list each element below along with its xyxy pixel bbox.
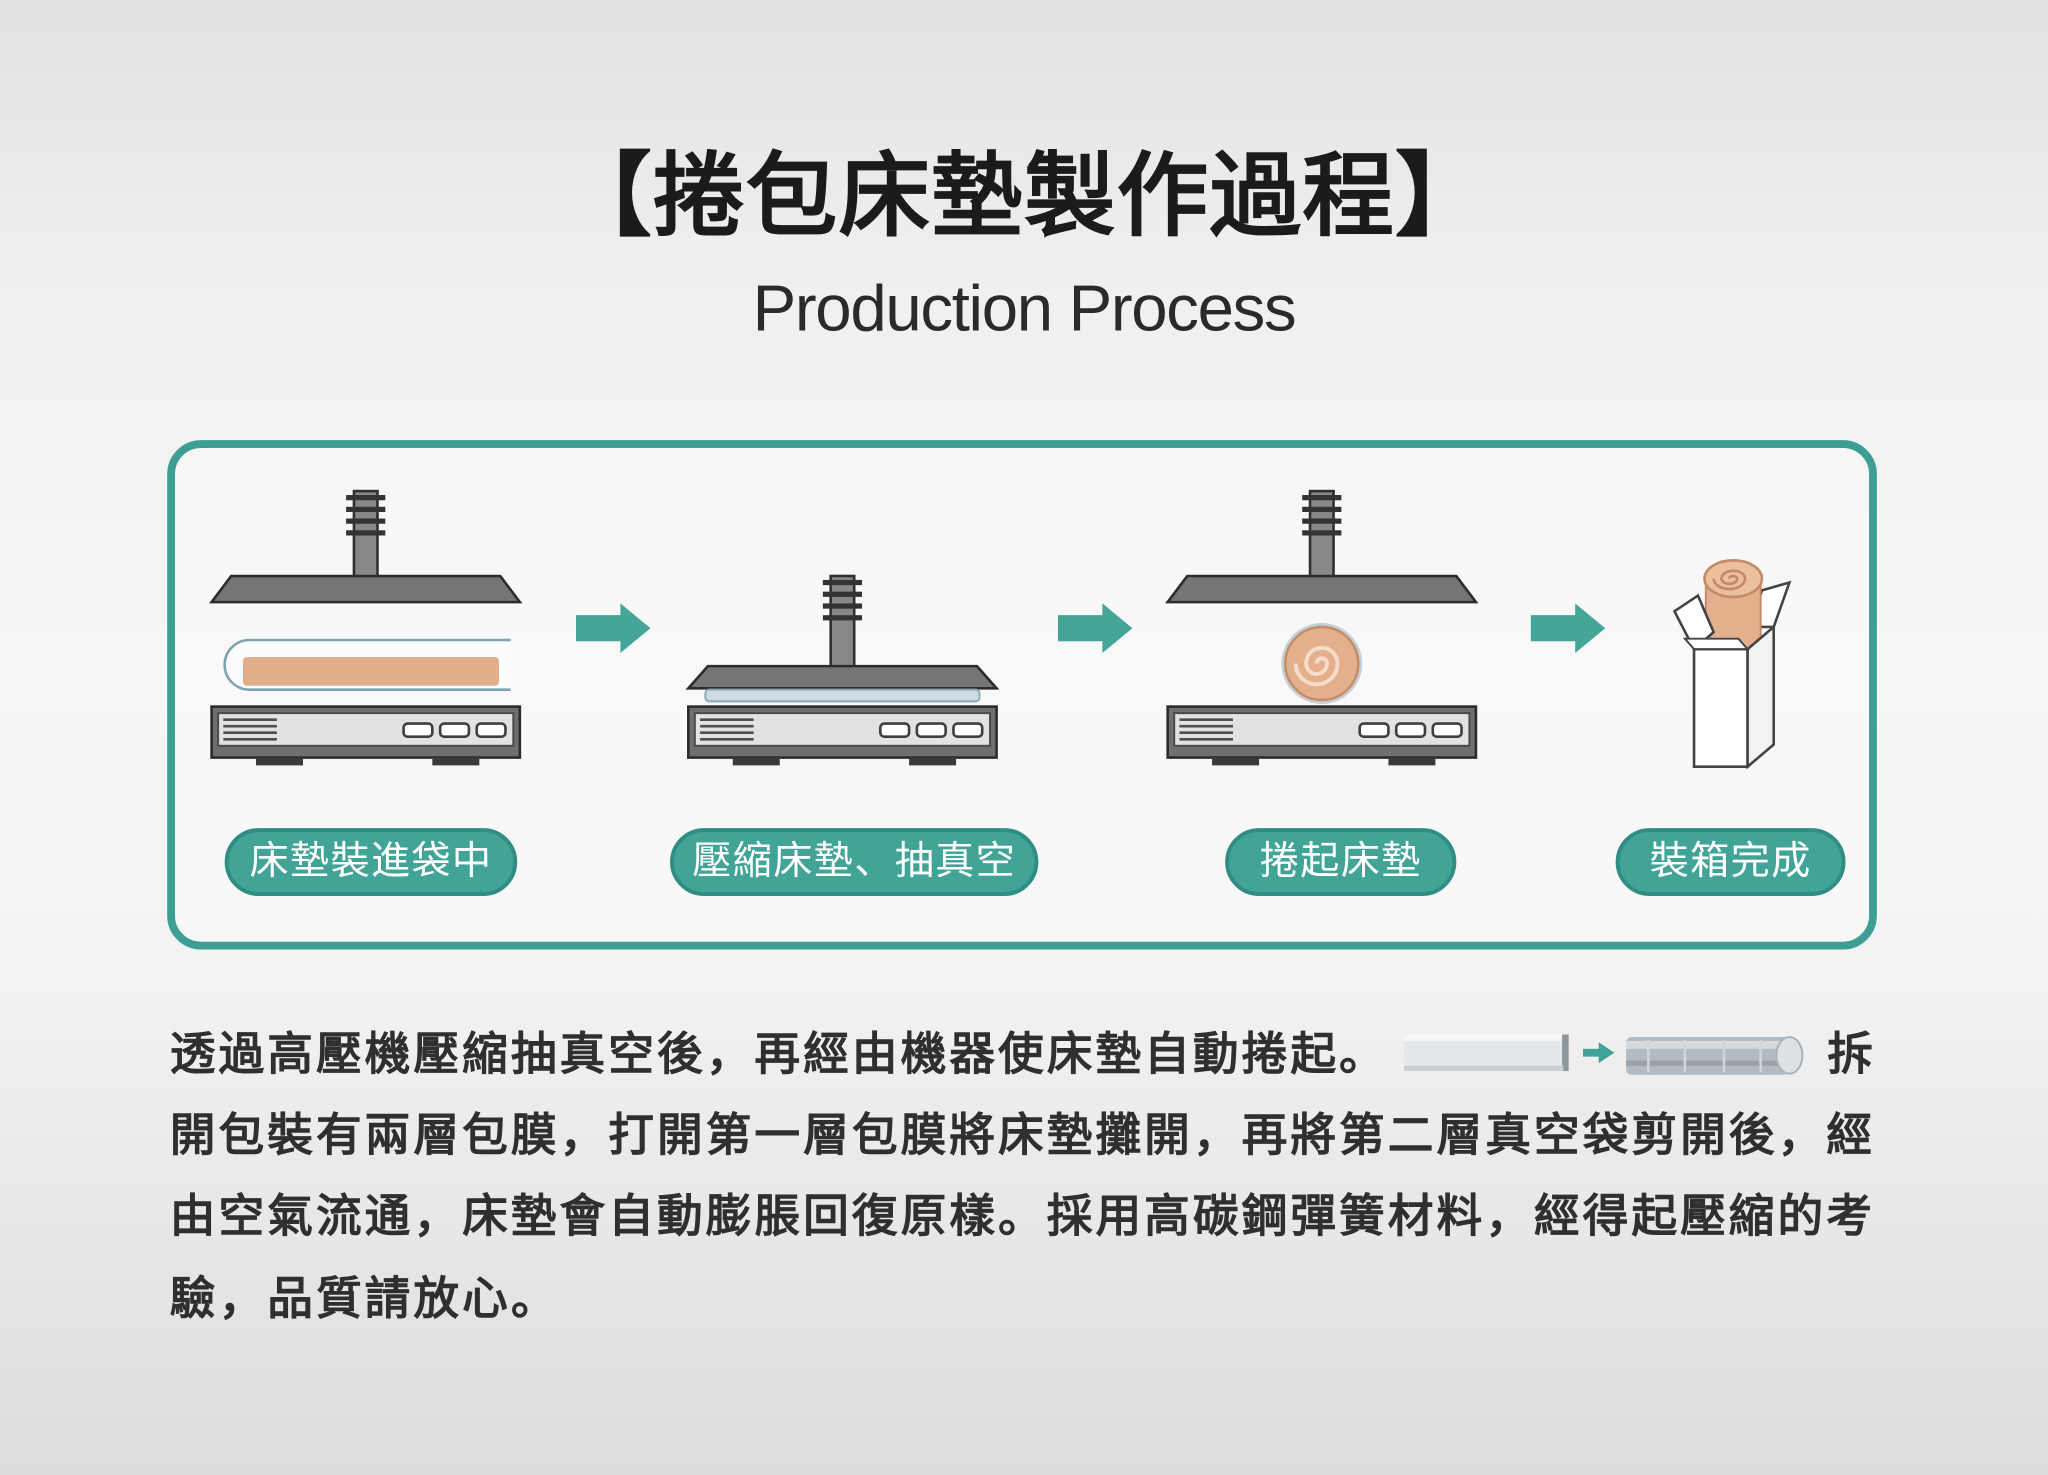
- press-base: [687, 705, 998, 766]
- press-stem: [822, 574, 863, 669]
- step-label-1: 床墊裝進袋中: [224, 828, 518, 896]
- mattress-roll: [1281, 623, 1363, 704]
- machine-foot: [432, 757, 480, 766]
- press-top-plate: [685, 664, 1000, 690]
- press-base: [210, 705, 522, 766]
- flat-to-rolled-mattress-icon: [1404, 1034, 1804, 1075]
- press-mattress-in-bag-icon: [208, 489, 523, 766]
- arrow-right-icon: [575, 603, 651, 654]
- machine-foot: [255, 757, 304, 766]
- description-line-1-end: 拆: [1827, 1029, 1876, 1082]
- vent-lines: [223, 718, 277, 741]
- press-stem: [1302, 489, 1342, 579]
- step-label-3: 捲起床墊: [1225, 828, 1457, 896]
- box-front: [1692, 647, 1749, 768]
- press-compressing-icon: [685, 574, 1000, 766]
- description-line-1: 透過高壓機壓縮抽真空後，再經由機器使床墊自動捲起。: [169, 1029, 1388, 1082]
- control-buttons: [1358, 722, 1463, 738]
- boxed-mattress-icon: [1672, 559, 1792, 770]
- flat-mattress: [1404, 1034, 1569, 1072]
- vacuum-rolled-mattress: [1626, 1036, 1804, 1075]
- small-arrow-icon: [1583, 1042, 1615, 1064]
- vent-lines: [1179, 718, 1233, 741]
- vent-lines: [700, 718, 754, 741]
- compressed-mattress: [704, 688, 981, 703]
- description-line-2: 開包裝有兩層包膜，打開第一層包膜將床墊攤開，再將第二層真空袋剪開後，經: [169, 1110, 1875, 1163]
- arrow-right-icon: [1057, 603, 1133, 654]
- machine-foot: [909, 757, 957, 766]
- machine-foot: [1388, 757, 1436, 766]
- rolled-mattress-icon: [1165, 489, 1479, 766]
- description-line-3: 由空氣流通，床墊會自動膨脹回復原樣。採用高碳鋼彈簧材料，經得起壓縮的考: [169, 1191, 1875, 1244]
- press-top-plate: [1165, 574, 1479, 604]
- press-stem: [346, 489, 386, 579]
- step-label-2: 壓縮床墊、抽真空: [670, 828, 1039, 896]
- press-base: [1166, 705, 1478, 766]
- box-front-flap: [1682, 637, 1750, 651]
- machine-foot: [732, 757, 780, 766]
- box-side: [1746, 624, 1776, 770]
- machine-foot: [1212, 757, 1260, 766]
- mattress: [242, 656, 499, 686]
- control-buttons: [879, 722, 984, 738]
- page-subtitle: Production Process: [752, 271, 1297, 345]
- page-title: 【捲包床墊製作過程】: [560, 142, 1488, 250]
- control-buttons: [402, 722, 507, 738]
- description-line-4: 驗，品質請放心。: [169, 1273, 560, 1326]
- press-top-plate: [208, 574, 523, 604]
- step-label-4: 裝箱完成: [1615, 828, 1846, 896]
- arrow-right-icon: [1530, 603, 1606, 654]
